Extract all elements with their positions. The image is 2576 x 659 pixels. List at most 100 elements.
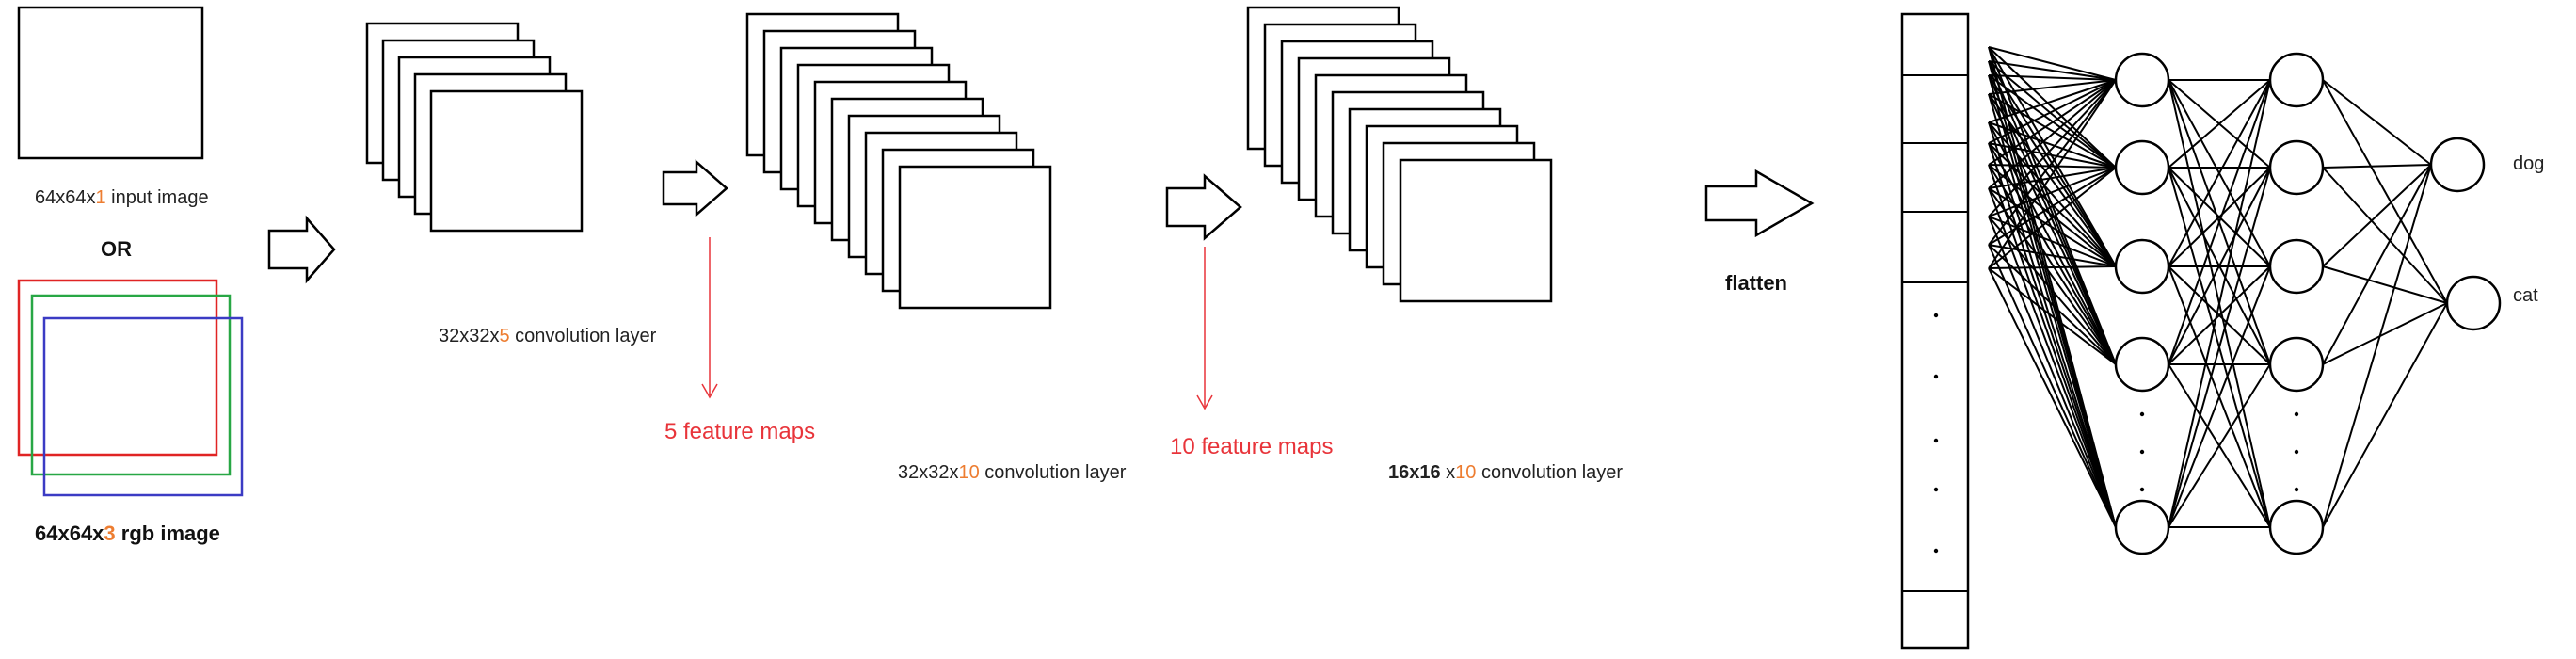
output-label-dog: dog: [2513, 153, 2544, 174]
fc-edge-input-hidden1: [1988, 142, 2117, 267]
flattened-vector-ellipsis-dot: [1933, 487, 1939, 492]
fc-edge-input-hidden1: [1988, 164, 2117, 169]
fc-edge-input-hidden1: [1988, 267, 2117, 365]
flatten-label: flatten: [1725, 271, 1787, 295]
fc-edge-input-hidden1: [1988, 121, 2117, 365]
arrow-flatten: [1704, 169, 1815, 238]
fc-edge-input-hidden1: [1988, 74, 2117, 81]
grayscale-input-label: 64x64x1 input image: [35, 187, 209, 208]
fully-connected-edges: [1988, 46, 2448, 528]
fc-edge-input-hidden1: [1988, 121, 2117, 169]
fc-edge-hidden1-hidden2: [2168, 265, 2271, 528]
conv3-feature-map: [1399, 158, 1553, 303]
fc-edge-hidden1-hidden2: [2168, 167, 2271, 528]
hidden2-ellipsis-dot: [2294, 487, 2299, 492]
or-label: OR: [101, 237, 132, 261]
hidden1-ellipsis-dot: [2139, 487, 2145, 492]
fc-edge-hidden2-output: [2322, 79, 2448, 304]
fc-edge-input-hidden1: [1988, 46, 2117, 169]
hidden1-neuron: [2114, 52, 2170, 108]
hidden1-ellipsis-dot: [2139, 449, 2145, 455]
fc-edge-input-hidden1: [1988, 167, 2117, 246]
hidden2-ellipsis-dot: [2294, 411, 2299, 417]
fc-edge-hidden1-hidden2: [2168, 265, 2271, 365]
fc-edge-hidden1-hidden2: [2168, 79, 2271, 267]
fc-edge-input-hidden1: [1988, 79, 2117, 166]
fc-edge-input-hidden1: [1988, 79, 2117, 123]
fc-edge-hidden2-output: [2322, 302, 2448, 365]
hidden2-neuron: [2268, 499, 2325, 555]
conv2-label: 32x32x10 convolution layer: [898, 462, 1127, 483]
flattened-vector: [1900, 12, 1970, 650]
hidden2-neuron: [2268, 139, 2325, 196]
rgb-red-channel: [17, 279, 218, 457]
arrow-to-conv1: [267, 215, 336, 284]
hidden2-ellipsis-dot: [2294, 449, 2299, 455]
flattened-vector-ellipsis-dot: [1933, 548, 1939, 554]
fc-edge-input-hidden1: [1988, 167, 2117, 217]
fc-edge-input-hidden1: [1988, 267, 2117, 528]
fc-edge-input-hidden1: [1988, 142, 2117, 169]
fc-edge-hidden2-output: [2322, 164, 2432, 528]
fc-edge-hidden1-hidden2: [2168, 167, 2271, 365]
hidden2-neuron: [2268, 238, 2325, 295]
fc-edge-input-hidden1: [1988, 93, 2117, 169]
fc-edge-input-hidden1: [1988, 244, 2117, 267]
hidden2-neuron: [2268, 336, 2325, 393]
feature-maps-1-arrow: [701, 237, 718, 399]
flattened-vector-ellipsis-dot: [1933, 374, 1939, 379]
fc-edge-hidden2-output: [2322, 265, 2448, 304]
flattened-vector-ellipsis-dot: [1933, 438, 1939, 443]
fc-edge-input-hidden1: [1988, 142, 2117, 528]
conv2-feature-map-stack: [745, 12, 1052, 310]
fc-edge-input-hidden1: [1988, 167, 2117, 269]
fc-edge-hidden2-output: [2322, 164, 2432, 267]
conv1-feature-map: [429, 89, 584, 233]
fc-edge-input-hidden1: [1988, 79, 2117, 246]
conv1-label: 32x32x5 convolution layer: [439, 326, 657, 346]
arrow-to-conv3: [1165, 173, 1242, 241]
fc-edge-hidden2-output: [2322, 164, 2432, 365]
hidden1-neuron: [2114, 238, 2170, 295]
conv3-label: 16x16 x10 convolution layer: [1388, 462, 1623, 483]
fc-edge-input-hidden1: [1988, 216, 2117, 365]
fc-edge-input-hidden1: [1988, 93, 2117, 528]
fc-edge-input-hidden1: [1988, 216, 2117, 267]
output-label-cat: cat: [2513, 285, 2538, 306]
fc-edge-hidden1-hidden2: [2168, 79, 2271, 365]
fc-edge-hidden2-output: [2322, 302, 2448, 528]
fc-edge-input-hidden1: [1988, 187, 2117, 528]
flattened-vector-ellipsis-dot: [1933, 313, 1939, 318]
feature-maps-1-label: 5 feature maps: [664, 419, 815, 444]
rgb-input-label: 64x64x3 rgb image: [35, 522, 220, 545]
fc-edge-input-hidden1: [1988, 167, 2117, 189]
hidden1-ellipsis-dot: [2139, 411, 2145, 417]
conv3-feature-map-stack: [1246, 6, 1553, 303]
hidden1-neuron: [2114, 139, 2170, 196]
fc-edge-input-hidden1: [1988, 60, 2117, 81]
fc-edge-input-hidden1: [1988, 60, 2117, 169]
hidden2-neuron: [2268, 52, 2325, 108]
hidden1-neuron: [2114, 336, 2170, 393]
fc-edge-input-hidden1: [1988, 46, 2117, 267]
fc-edge-input-hidden1: [1988, 244, 2117, 528]
fc-edge-hidden1-hidden2: [2168, 79, 2271, 169]
fc-edge-hidden1-hidden2: [2168, 79, 2271, 528]
output-neuron: [2429, 137, 2486, 193]
fc-edge-input-hidden1: [1988, 79, 2117, 217]
conv2-feature-map: [898, 165, 1052, 310]
rgb-blue-channel: [42, 316, 244, 497]
conv1-feature-map-stack: [365, 22, 584, 233]
fully-connected-nodes: [2114, 52, 2502, 555]
fc-edge-input-hidden1: [1988, 79, 2117, 189]
fc-edge-input-hidden1: [1988, 79, 2117, 269]
fc-edge-input-hidden1: [1988, 187, 2117, 267]
fc-edge-input-hidden1: [1988, 60, 2117, 365]
fc-edge-hidden1-hidden2: [2168, 363, 2271, 528]
arrow-to-conv2: [662, 159, 728, 217]
fc-edge-input-hidden1: [1988, 142, 2117, 365]
fc-edge-hidden2-output: [2322, 167, 2448, 304]
fc-edge-input-hidden1: [1988, 79, 2117, 144]
fc-edge-hidden2-output: [2322, 79, 2432, 166]
